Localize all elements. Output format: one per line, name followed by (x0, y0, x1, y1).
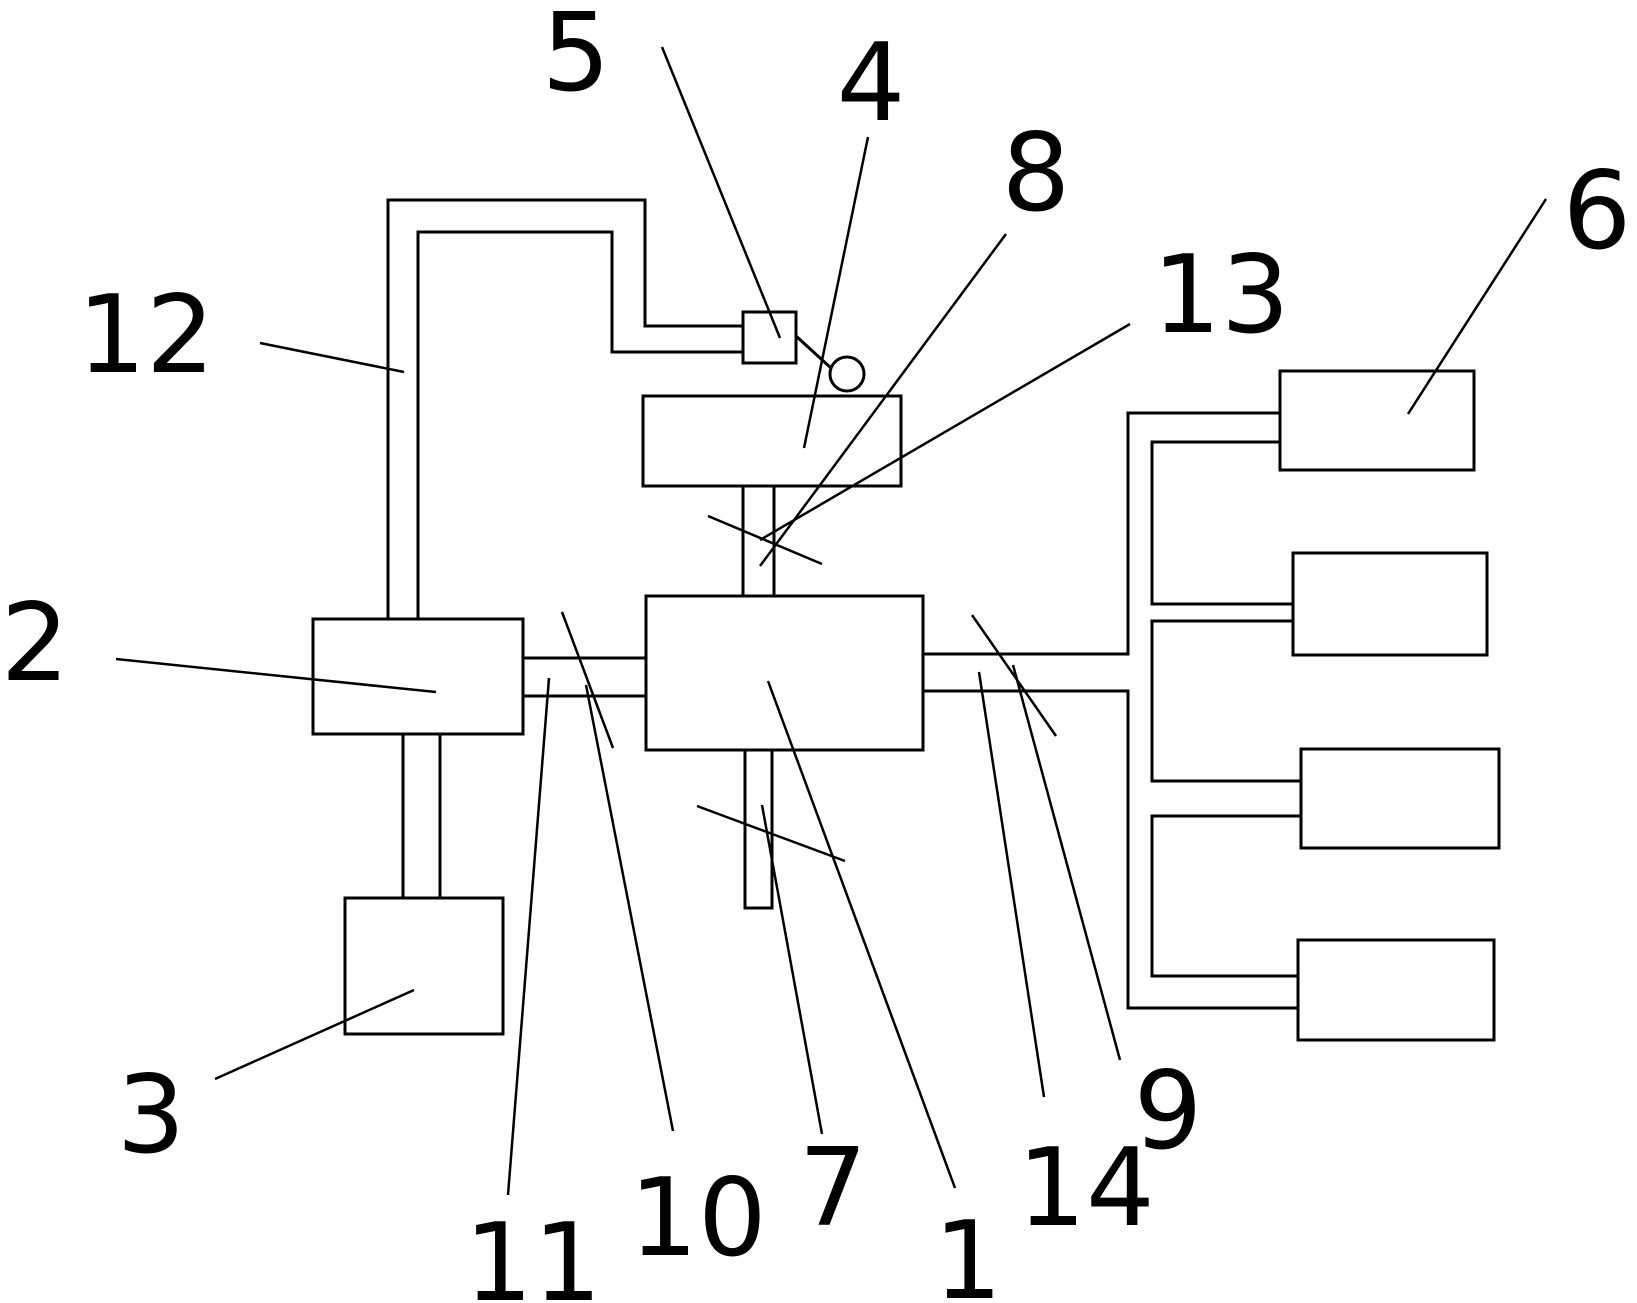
label-10: 10 (629, 1156, 766, 1281)
component-3-pipe (401, 734, 442, 898)
label-1: 1 (934, 1199, 1003, 1303)
component-12-pipe-inner (416, 230, 743, 619)
label-12: 12 (77, 273, 214, 398)
label-2: 2 (1, 581, 70, 706)
leader-3 (214, 988, 415, 1081)
label-11: 11 (464, 1201, 601, 1303)
leader-11 (506, 677, 551, 1196)
component-14-manifold-inner (1150, 440, 1301, 978)
component-2-unit (311, 617, 525, 736)
leader-5 (660, 46, 782, 339)
leader-4 (802, 136, 870, 449)
component-7-rod (743, 748, 774, 910)
component-8-rod (741, 484, 776, 598)
component-3-box (343, 896, 505, 1036)
component-5-small-box (741, 310, 798, 365)
leader-6 (1406, 198, 1548, 415)
leader-1 (766, 680, 957, 1189)
leader-8 (758, 233, 1008, 567)
leader-7 (760, 804, 824, 1135)
leader-12 (259, 341, 405, 374)
component-1-main-unit (644, 594, 925, 752)
component-4-block (641, 394, 903, 488)
leader-10 (560, 611, 675, 1132)
component-6-box-b (1291, 551, 1489, 657)
label-4: 4 (837, 21, 906, 146)
label-13: 13 (1152, 233, 1289, 358)
component-9-manifold-outer (923, 411, 1298, 1010)
component-12-pipe-outer (386, 198, 743, 619)
component-6-box-c (1299, 747, 1501, 850)
component-6-box-d (1296, 938, 1496, 1042)
component-5-connector (794, 334, 833, 370)
leader-9 (970, 614, 1122, 1061)
component-10-pipe (523, 656, 646, 698)
leader-2 (115, 657, 437, 694)
component-6-box-a (1278, 369, 1476, 472)
leader-7b (696, 804, 846, 863)
label-14: 14 (1017, 1126, 1154, 1251)
label-8: 8 (1002, 111, 1071, 236)
leader-13 (707, 322, 1131, 566)
component-5-sensor-ball (828, 355, 866, 393)
leader-14 (977, 671, 1046, 1098)
label-3: 3 (117, 1053, 186, 1178)
label-5: 5 (542, 0, 611, 116)
label-9: 9 (1134, 1049, 1203, 1174)
label-6: 6 (1563, 149, 1632, 274)
label-7: 7 (799, 1126, 868, 1251)
